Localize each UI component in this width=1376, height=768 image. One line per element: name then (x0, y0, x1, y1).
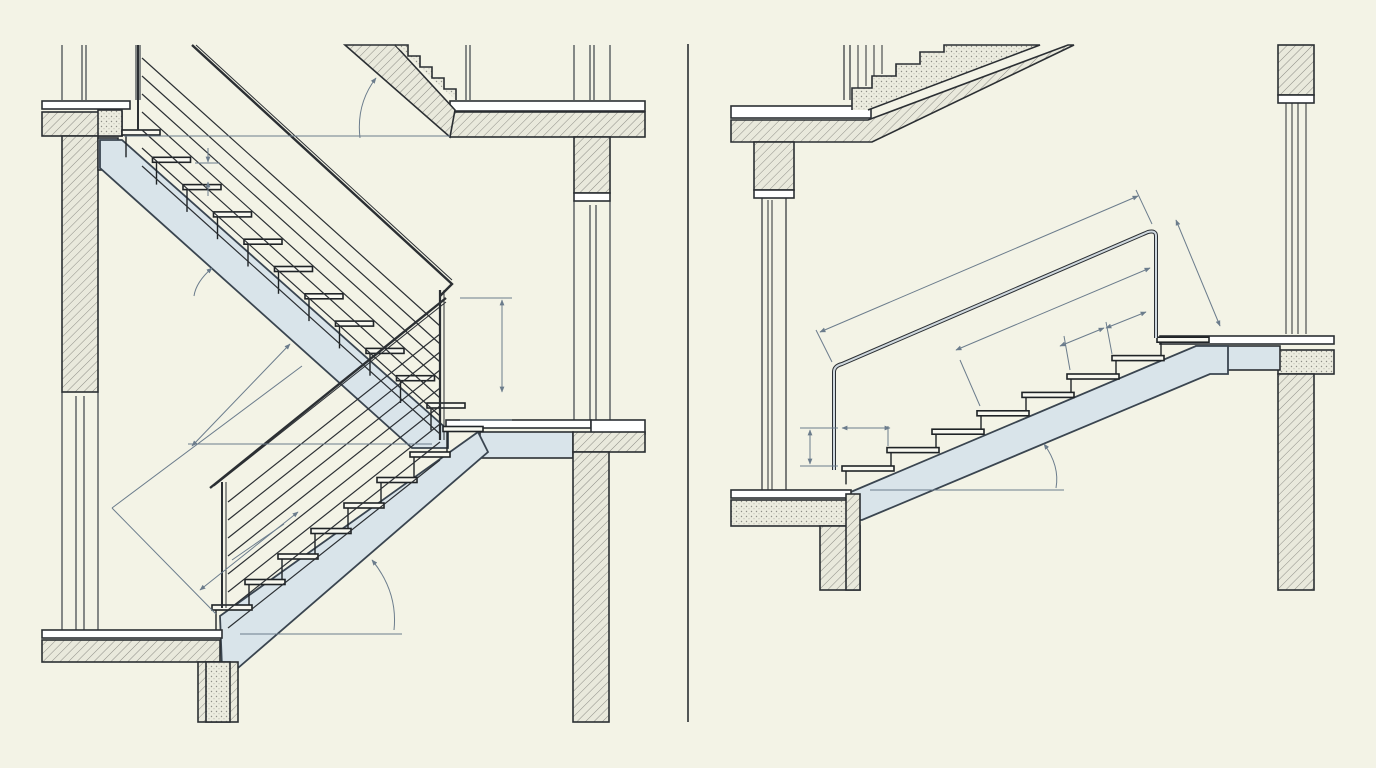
lower-tread-5 (343, 502, 385, 529)
middle-landing (445, 419, 646, 723)
tread-b-8 (1156, 336, 1210, 356)
upper-flight (99, 139, 449, 449)
upper-cable-4 (141, 111, 441, 381)
upper-cable-2 (141, 75, 441, 345)
tread-b-5 (1021, 391, 1075, 411)
lower-floor-b (730, 489, 861, 591)
right-wall-b (1277, 44, 1335, 591)
upper-cable-lines (141, 57, 441, 435)
lower-cable-1 (227, 333, 441, 503)
tread-b-6 (1066, 373, 1120, 393)
treads-b (841, 336, 1210, 485)
lower-floor-slab (41, 629, 239, 723)
lower-flight (219, 430, 490, 669)
lower-cable-8 (227, 459, 441, 629)
lower-cable-3 (227, 369, 441, 539)
tread-b-4 (976, 409, 1030, 430)
upper-cable-3 (141, 93, 441, 363)
frame-lines (61, 45, 611, 630)
section-b (730, 44, 1335, 591)
upper-cable-1 (141, 57, 441, 327)
upper-cable-7 (141, 165, 441, 435)
upper-slab-b (730, 44, 1075, 492)
tread-b-1 (841, 465, 895, 485)
lower-tread-8 (442, 425, 484, 452)
stringer-b (845, 345, 1229, 521)
upper-left-slab (41, 100, 131, 393)
upper-treads (121, 129, 466, 431)
tread-b-3 (931, 428, 985, 448)
dimension-lines-b (800, 189, 1221, 491)
section-a (41, 44, 646, 723)
lower-cable-2 (227, 351, 441, 521)
lower-tread-7 (409, 451, 451, 478)
upper-cable-6 (141, 147, 441, 417)
tread-b-2 (886, 446, 940, 466)
tread-b-7 (1111, 354, 1165, 374)
lower-tread-6 (376, 476, 418, 503)
upper-railing (137, 44, 454, 440)
upper-right-slab (342, 44, 646, 202)
upper-tread-1 (121, 129, 161, 158)
upper-cable-5 (141, 129, 441, 399)
dimension-lines-a (111, 77, 512, 635)
